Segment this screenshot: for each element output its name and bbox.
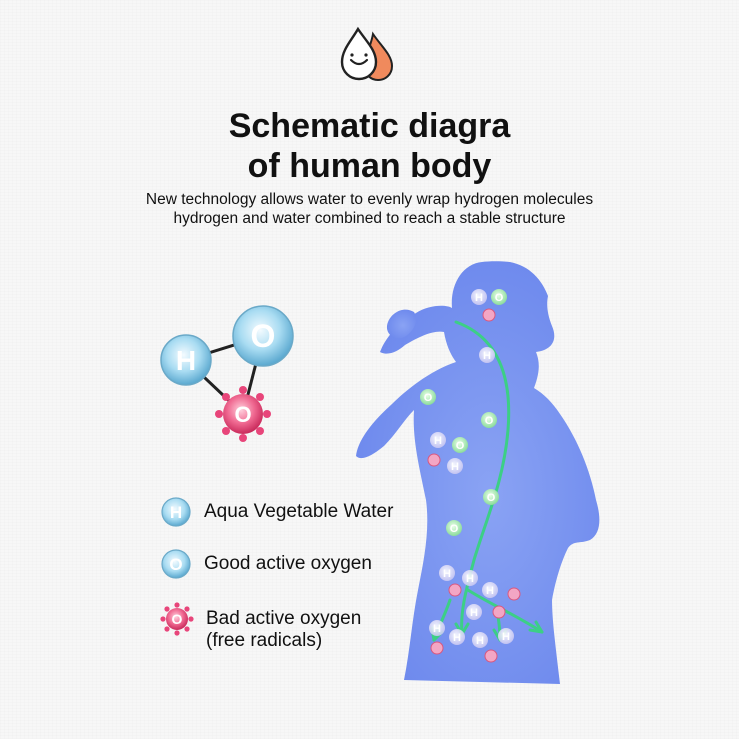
molecule-free-radical-atom [215, 386, 271, 442]
molecule-atom2-label: O [251, 318, 276, 354]
molecule-labels: H O O [176, 318, 276, 427]
legend-item-aqua-water: H Aqua Vegetable Water [160, 496, 393, 528]
body-hydrogen-labels: H H H H H H H H H H H H [433, 292, 510, 647]
marker-h-label: H [434, 435, 442, 447]
marker-h-label: H [466, 573, 474, 585]
marker-o-label: O [485, 415, 494, 427]
legend-item-bad-oxygen: O Bad active oxygen (free radicals) [160, 602, 361, 652]
body-hydrogen-markers [429, 289, 514, 648]
legend-symbol-radical: O [172, 611, 183, 627]
marker-h-label: H [451, 461, 459, 473]
marker-h-label: H [453, 632, 461, 644]
title-line-1: Schematic diagra [228, 107, 511, 145]
body-free-radical-markers [427, 308, 521, 663]
molecule-atom3-label: O [234, 402, 251, 427]
marker-h-label: H [483, 350, 491, 362]
page-subtitle: New technology allows water to evenly wr… [0, 190, 739, 228]
legend-symbol-h: H [170, 503, 182, 522]
marker-o-label: O [424, 392, 433, 404]
hydrogen-icon: H [161, 497, 191, 527]
marker-h-label: H [443, 568, 451, 580]
molecule-diagram [160, 305, 294, 442]
title-line-2: of human body [247, 147, 492, 185]
marker-o-label: O [450, 523, 459, 535]
marker-h-label: H [475, 292, 483, 304]
legend-label-aqua-water: Aqua Vegetable Water [204, 501, 394, 522]
marker-o-label: O [495, 292, 504, 304]
molecule-hydrogen-atom [160, 334, 212, 386]
subtitle-line-1: New technology allows water to evenly wr… [145, 191, 594, 208]
marker-h-label: H [502, 631, 510, 643]
page-title: Schematic diagra of human body [0, 106, 739, 186]
marker-h-label: H [433, 623, 441, 635]
free-radical-icon: O [160, 602, 194, 636]
water-drops-icon [340, 26, 394, 82]
molecule-atom1-label: H [176, 345, 196, 376]
legend-label-good-oxygen: Good active oxygen [204, 553, 372, 574]
marker-h-label: H [470, 607, 478, 619]
legend-symbol-o: O [169, 555, 182, 574]
legend-label-free-radicals: (free radicals) [206, 630, 323, 651]
marker-o-label: O [456, 440, 465, 452]
subtitle-line-2: hydrogen and water combined to reach a s… [173, 210, 566, 227]
molecule-oxygen-atom [232, 305, 294, 367]
marker-h-label: H [486, 585, 494, 597]
oxygen-icon: O [161, 549, 191, 579]
marker-o-label: O [487, 492, 496, 504]
body-oxygen-markers [420, 289, 507, 536]
legend-item-good-oxygen: O Good active oxygen [160, 548, 372, 580]
human-body-silhouette [356, 261, 600, 684]
body-oxygen-labels: O O O O O O [424, 292, 504, 535]
marker-h-label: H [476, 635, 484, 647]
legend-label-bad-oxygen: Bad active oxygen [206, 608, 362, 629]
